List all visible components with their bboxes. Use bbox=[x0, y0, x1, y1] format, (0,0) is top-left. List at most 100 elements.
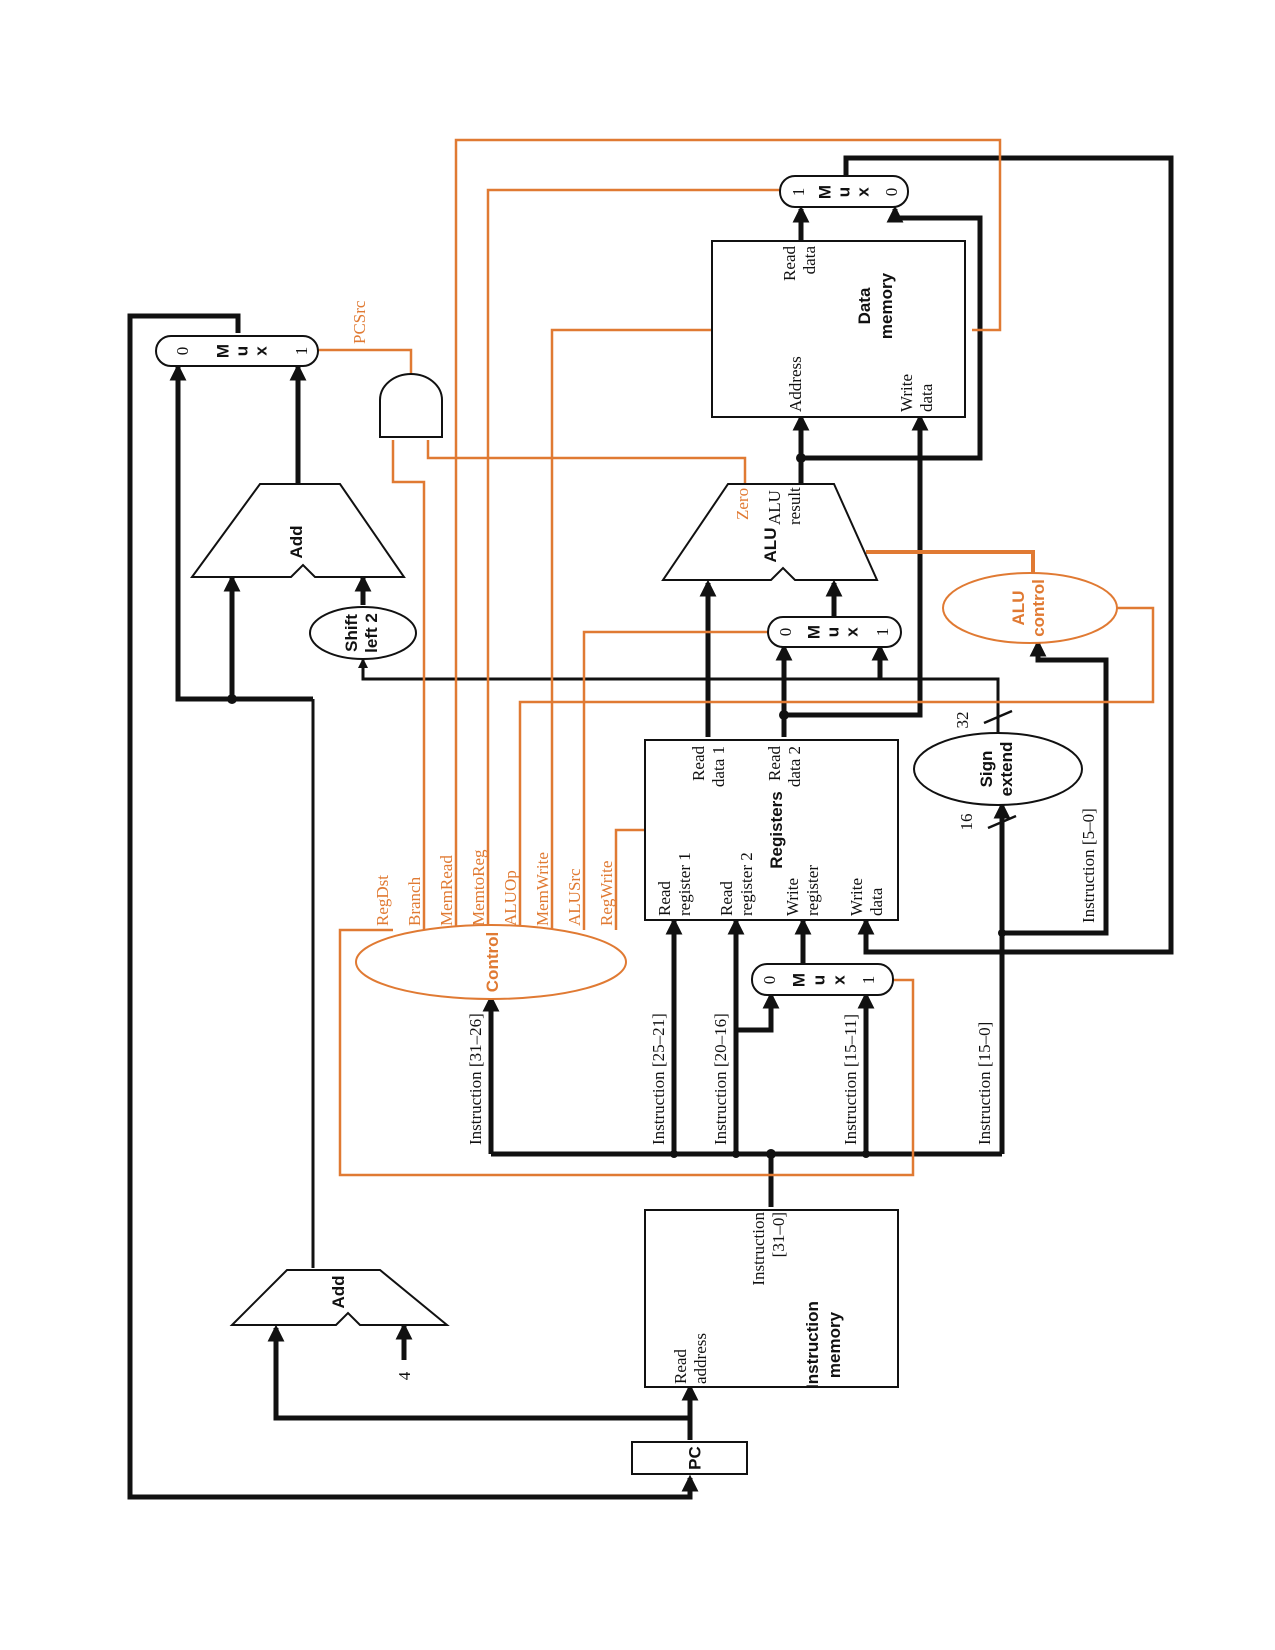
junction-pc-plus-4 bbox=[227, 694, 237, 704]
field-funct: Instruction [5–0] bbox=[1079, 808, 1098, 923]
constant-four-label: 4 bbox=[395, 1371, 414, 1380]
sign-extend: Sign extend 16 32 bbox=[913, 712, 1083, 831]
and-gate bbox=[379, 373, 443, 438]
field-rt: Instruction [20–16] bbox=[711, 1013, 730, 1145]
mux-pcsrc-x: x bbox=[251, 346, 270, 356]
signal-regdst: RegDst bbox=[373, 875, 392, 926]
dmem-title-1: Data bbox=[855, 287, 874, 324]
mux-memtoreg-u: u bbox=[834, 187, 853, 197]
branch-adder-label: Add bbox=[287, 525, 306, 558]
mux-pcsrc-u: u bbox=[232, 346, 251, 356]
wd-label-1: Write bbox=[847, 878, 866, 916]
mux-alusrc-in1: 1 bbox=[873, 628, 892, 637]
mux-memtoreg-x: x bbox=[853, 187, 872, 197]
imem-title-1: Instruction bbox=[803, 1301, 822, 1389]
wr-label-2: register bbox=[803, 865, 822, 916]
wire-alusrc bbox=[582, 630, 768, 930]
sext-label-1: Sign bbox=[977, 751, 996, 788]
dmem-rd-label-2: data bbox=[800, 246, 819, 275]
register-file: Registers Read register 1 Read register … bbox=[644, 739, 899, 921]
mux-memtoreg: 1 0 M u x bbox=[779, 175, 909, 208]
branch-adder: Add bbox=[190, 483, 406, 578]
pc-adder-label: Add bbox=[329, 1275, 348, 1308]
mux-alusrc-u: u bbox=[823, 627, 842, 637]
alu-title: ALU bbox=[761, 528, 780, 563]
mux-pcsrc-m: M bbox=[213, 344, 232, 358]
mux-regdst-m: M bbox=[789, 973, 808, 987]
mux-alusrc-x: x bbox=[842, 627, 861, 637]
sext-out-width: 32 bbox=[953, 712, 972, 729]
dmem-wd-label-1: Write bbox=[897, 374, 916, 412]
wire-regwrite bbox=[614, 828, 645, 930]
rd2-label-2: data 2 bbox=[785, 746, 804, 787]
wire-pc-plus-4-bus bbox=[169, 363, 313, 702]
alu-control-shape bbox=[942, 572, 1118, 644]
field-opcode: Instruction [31–26] bbox=[466, 1013, 485, 1145]
mux-memtoreg-in0: 0 bbox=[882, 188, 901, 197]
signal-regwrite: RegWrite bbox=[597, 861, 616, 926]
alu-zero-label: Zero bbox=[733, 488, 752, 520]
wire-pc-to-add bbox=[267, 1324, 690, 1421]
mux-pcsrc-in0: 0 bbox=[173, 347, 192, 356]
control-shape bbox=[355, 924, 627, 1000]
control-wires bbox=[318, 138, 1155, 1177]
wire-sext-out bbox=[357, 657, 1000, 733]
dmem-rd-label-1: Read bbox=[780, 246, 799, 281]
wire-zero bbox=[426, 440, 747, 484]
junction-read-data-2 bbox=[779, 710, 789, 720]
pc-label: PC bbox=[685, 1446, 704, 1470]
shift-label-1: Shift bbox=[342, 614, 361, 652]
alu-control: ALU control bbox=[942, 572, 1118, 644]
wire-alu-result-to-wbmux bbox=[801, 205, 983, 461]
signal-pcsrc: PCSrc bbox=[350, 300, 369, 344]
dmem-wd-label-2: data bbox=[917, 383, 936, 412]
sext-label-2: extend bbox=[997, 742, 1016, 797]
wire-aluop bbox=[518, 606, 1155, 930]
junction-instruction-bus bbox=[766, 1149, 776, 1159]
junction-imm bbox=[998, 929, 1006, 937]
data-memory: Data memory Address Write data Read data bbox=[711, 240, 966, 418]
wire-memwrite bbox=[550, 328, 712, 930]
mux-regdst-in1: 1 bbox=[859, 976, 878, 985]
instruction-field-labels: Instruction [31–26] Instruction [25–21] … bbox=[466, 808, 1098, 1145]
control-signal-labels: RegDst Branch MemRead MemtoReg ALUOp Mem… bbox=[350, 300, 616, 926]
slash-16 bbox=[987, 814, 1017, 830]
mux-alusrc: 0 1 M u x bbox=[767, 616, 902, 648]
alu-result-label-2: result bbox=[785, 487, 804, 525]
signal-memwrite: MemWrite bbox=[533, 852, 552, 926]
imem-instruction-1: Instruction bbox=[749, 1212, 768, 1286]
wire-read-data-2-to-mem bbox=[784, 413, 929, 718]
dmem-address-label: Address bbox=[786, 356, 805, 412]
signal-aluop: ALUOp bbox=[501, 870, 520, 926]
pc-adder: Add 4 bbox=[229, 1269, 450, 1380]
imem-read-address-2: address bbox=[691, 1333, 710, 1384]
wire-regdst bbox=[338, 928, 915, 1177]
signal-memread: MemRead bbox=[437, 855, 456, 926]
wire-memtoreg bbox=[486, 188, 780, 930]
sext-in-width: 16 bbox=[957, 814, 976, 831]
junction-rd bbox=[862, 1150, 870, 1158]
control-label: Control bbox=[483, 932, 502, 992]
rd1-label-1: Read bbox=[689, 746, 708, 781]
rr1-label-2: register 1 bbox=[675, 852, 694, 916]
junction-rt bbox=[732, 1150, 740, 1158]
mux-regdst-x: x bbox=[829, 975, 848, 985]
wd-label-2: data bbox=[867, 887, 886, 916]
rr1-label-1: Read bbox=[655, 881, 674, 916]
alu: ALU Zero ALU result bbox=[661, 483, 879, 581]
mux-regdst-in0: 0 bbox=[760, 976, 779, 985]
slash-32 bbox=[983, 709, 1013, 725]
imem-instruction-2: [31–0] bbox=[769, 1212, 788, 1257]
mux-alusrc-m: M bbox=[804, 625, 823, 639]
rd2-label-1: Read bbox=[765, 746, 784, 781]
wire-alu-control-out bbox=[866, 550, 1035, 582]
datapath-wires bbox=[127, 155, 1174, 1500]
wire-funct bbox=[1002, 639, 1109, 936]
alu-control-label-2: control bbox=[1029, 579, 1048, 637]
mux-pcsrc: 0 1 M u x bbox=[155, 335, 319, 367]
wr-label-1: Write bbox=[783, 878, 802, 916]
shift-label-2: left 2 bbox=[362, 613, 381, 653]
imem-read-address-1: Read bbox=[671, 1349, 690, 1384]
registers-title: Registers bbox=[767, 791, 786, 868]
